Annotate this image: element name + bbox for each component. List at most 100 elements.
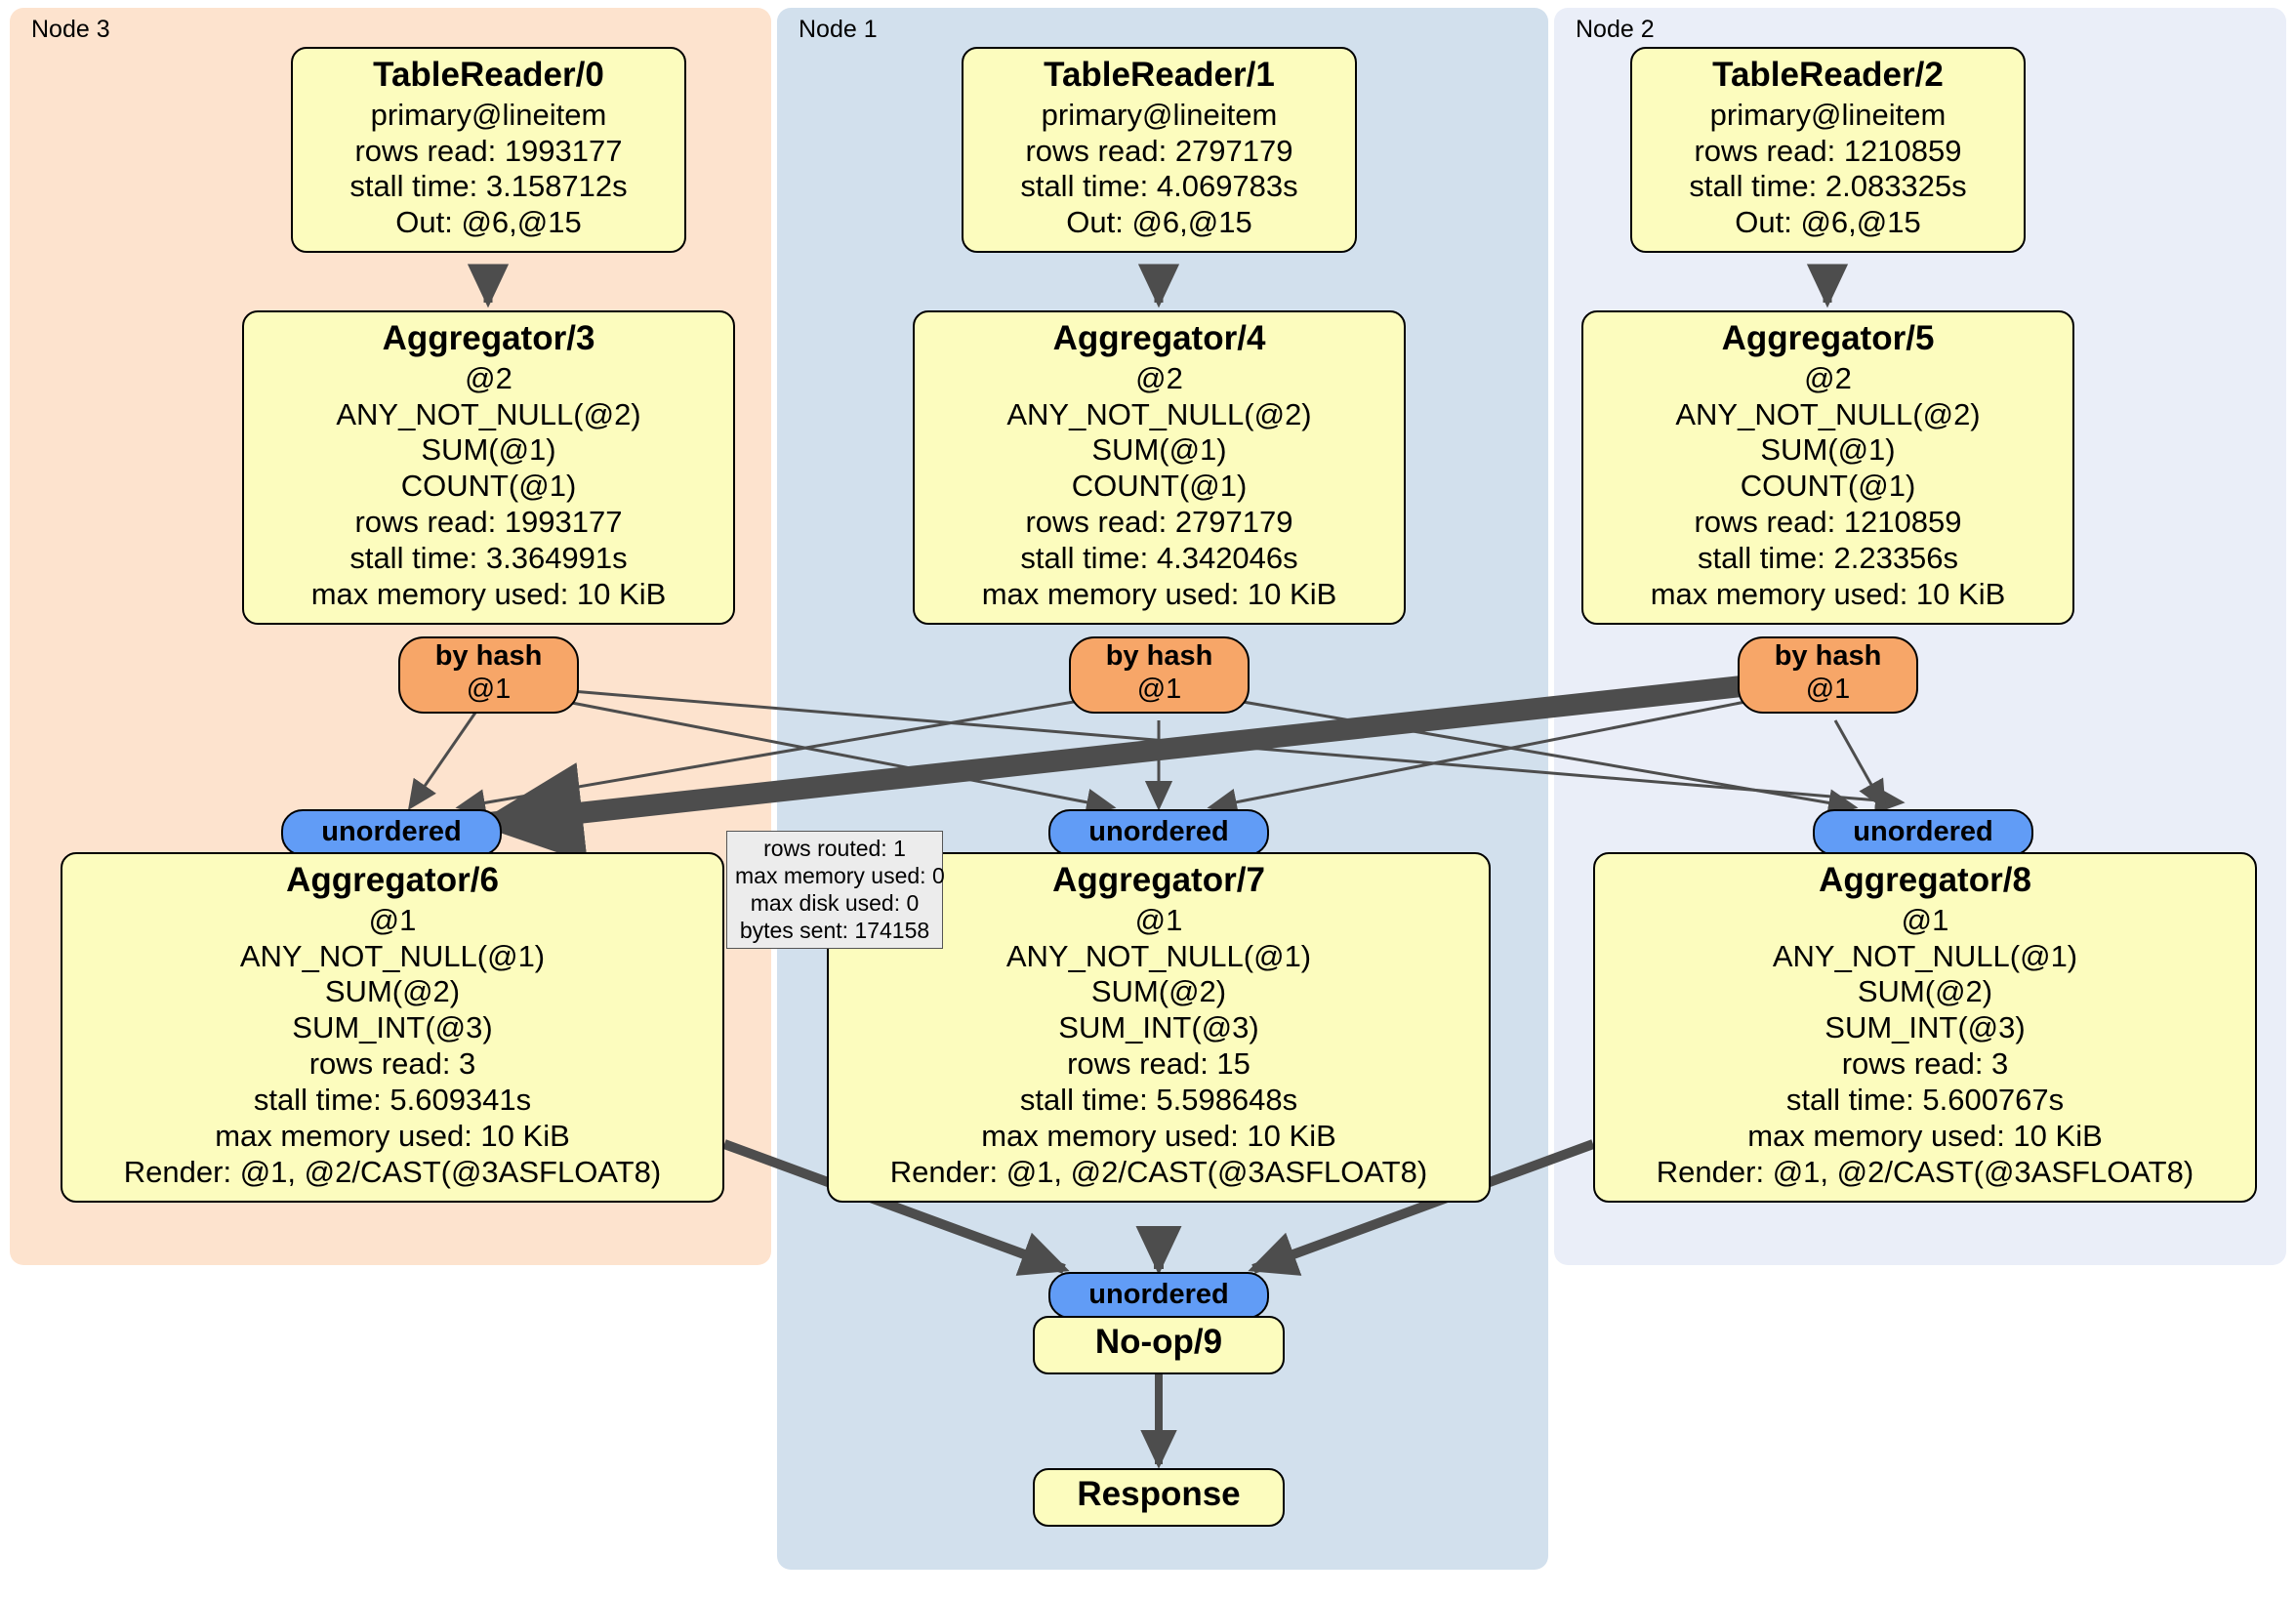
router-line: @1	[466, 673, 512, 705]
router-title: by hash	[1105, 640, 1213, 672]
processor-aggregator-8[interactable]: Aggregator/8 @1 ANY_NOT_NULL(@1) SUM(@2)…	[1593, 852, 2257, 1203]
processor-line: stall time: 2.23356s	[1697, 541, 1959, 576]
processor-aggregator-7[interactable]: Aggregator/7 @1 ANY_NOT_NULL(@1) SUM(@2)…	[827, 852, 1491, 1203]
processor-line: rows read: 3	[1841, 1046, 2009, 1082]
processor-noop-9[interactable]: No-op/9	[1033, 1316, 1285, 1374]
processor-tablereader-1[interactable]: TableReader/1 primary@lineitem rows read…	[962, 47, 1357, 254]
processor-line: rows read: 1210859	[1694, 505, 1962, 540]
processor-line: SUM_INT(@3)	[292, 1010, 493, 1045]
processor-line: max memory used: 10 KiB	[1747, 1118, 2103, 1153]
router-line: @1	[1805, 673, 1851, 705]
router-title: by hash	[1774, 640, 1882, 672]
processor-line: @2	[1804, 360, 1852, 395]
processor-line: SUM(@1)	[1760, 432, 1896, 468]
synchronizer-unordered-aggregator-7[interactable]: unordered	[1048, 809, 1269, 857]
synchronizer-unordered-aggregator-6[interactable]: unordered	[281, 809, 502, 857]
cluster-label-node-3: Node 3	[31, 16, 110, 43]
synchronizer-unordered-noop-9[interactable]: unordered	[1048, 1272, 1269, 1320]
processor-line: rows read: 2797179	[1025, 505, 1293, 540]
processor-line: COUNT(@1)	[1740, 469, 1916, 504]
processor-line: max memory used: 10 KiB	[981, 576, 1337, 611]
processor-title: Response	[1077, 1475, 1241, 1513]
processor-line: SUM(@1)	[1091, 432, 1227, 468]
processor-title: No-op/9	[1094, 1323, 1223, 1361]
processor-title: Aggregator/5	[1721, 319, 1935, 357]
processor-tablereader-2[interactable]: TableReader/2 primary@lineitem rows read…	[1630, 47, 2026, 254]
processor-line: SUM_INT(@3)	[1058, 1010, 1259, 1045]
cluster-label-node-1: Node 1	[799, 16, 878, 43]
processor-line: ANY_NOT_NULL(@2)	[336, 396, 641, 431]
processor-response[interactable]: Response	[1033, 1468, 1285, 1527]
processor-line: rows read: 2797179	[1025, 133, 1293, 168]
processor-line: Out: @6,@15	[395, 205, 582, 240]
processor-title: TableReader/1	[1044, 56, 1275, 94]
processor-line: stall time: 5.609341s	[253, 1083, 532, 1118]
processor-line: stall time: 4.069783s	[1020, 169, 1298, 204]
processor-title: TableReader/2	[1712, 56, 1944, 94]
processor-line: SUM(@2)	[324, 974, 461, 1009]
processor-line: stall time: 4.342046s	[1020, 541, 1298, 576]
processor-line: SUM(@1)	[421, 432, 556, 468]
processor-line: Render: @1, @2/CAST(@3ASFLOAT8)	[123, 1154, 662, 1189]
router-by-hash-aggregator-4[interactable]: by hash @1	[1069, 636, 1250, 715]
processor-line: @2	[1135, 360, 1183, 395]
processor-line: rows read: 1993177	[354, 133, 623, 168]
processor-line: Render: @1, @2/CAST(@3ASFLOAT8)	[1656, 1154, 2194, 1189]
processor-line: rows read: 15	[1067, 1046, 1250, 1082]
processor-line: ANY_NOT_NULL(@1)	[239, 938, 546, 973]
processor-line: max memory used: 10 KiB	[310, 576, 667, 611]
processor-aggregator-4[interactable]: Aggregator/4 @2 ANY_NOT_NULL(@2) SUM(@1)…	[913, 310, 1406, 625]
stats-line: max disk used: 0	[750, 890, 920, 917]
processor-line: SUM(@2)	[1090, 974, 1227, 1009]
processor-line: rows read: 1210859	[1694, 133, 1962, 168]
processor-line: @2	[465, 360, 512, 395]
router-line: @1	[1136, 673, 1182, 705]
processor-title: Aggregator/6	[286, 861, 499, 899]
processor-title: Aggregator/8	[1819, 861, 2031, 899]
processor-title: Aggregator/3	[382, 319, 595, 357]
synchronizer-unordered-aggregator-8[interactable]: unordered	[1813, 809, 2033, 857]
processor-line: COUNT(@1)	[400, 469, 577, 504]
processor-line: max memory used: 10 KiB	[1650, 576, 2006, 611]
processor-line: Out: @6,@15	[1066, 205, 1252, 240]
router-by-hash-aggregator-3[interactable]: by hash @1	[398, 636, 579, 715]
router-by-hash-aggregator-5[interactable]: by hash @1	[1738, 636, 1918, 715]
processor-line: ANY_NOT_NULL(@2)	[1675, 396, 1981, 431]
cluster-label-node-2: Node 2	[1576, 16, 1655, 43]
stats-line: rows routed: 1	[763, 836, 906, 861]
processor-line: stall time: 5.600767s	[1785, 1083, 2065, 1118]
processor-line: @1	[1901, 902, 1949, 937]
processor-line: rows read: 3	[308, 1046, 476, 1082]
processor-line: ANY_NOT_NULL(@2)	[1006, 396, 1312, 431]
processor-title: TableReader/0	[373, 56, 604, 94]
processor-line: stall time: 3.364991s	[349, 541, 628, 576]
processor-line: SUM_INT(@3)	[1824, 1010, 2026, 1045]
processor-line: primary@lineitem	[1041, 97, 1278, 132]
processor-line: stall time: 3.158712s	[349, 169, 628, 204]
processor-aggregator-3[interactable]: Aggregator/3 @2 ANY_NOT_NULL(@2) SUM(@1)…	[242, 310, 735, 625]
processor-tablereader-0[interactable]: TableReader/0 primary@lineitem rows read…	[291, 47, 686, 254]
router-title: by hash	[434, 640, 543, 672]
processor-line: SUM(@2)	[1857, 974, 1993, 1009]
stats-line: max memory used: 0	[735, 863, 945, 889]
processor-line: Render: @1, @2/CAST(@3ASFLOAT8)	[889, 1154, 1428, 1189]
processor-title: Aggregator/4	[1052, 319, 1266, 357]
processor-line: COUNT(@1)	[1071, 469, 1248, 504]
processor-aggregator-5[interactable]: Aggregator/5 @2 ANY_NOT_NULL(@2) SUM(@1)…	[1581, 310, 2074, 625]
processor-line: primary@lineitem	[370, 97, 607, 132]
edge-stats-tooltip: rows routed: 1 max memory used: 0 max di…	[726, 831, 945, 950]
processor-title: Aggregator/7	[1052, 861, 1265, 899]
processor-line: stall time: 2.083325s	[1689, 169, 1967, 204]
processor-line: rows read: 1993177	[354, 505, 623, 540]
processor-line: primary@lineitem	[1709, 97, 1947, 132]
processor-line: @1	[368, 902, 417, 937]
processor-aggregator-6[interactable]: Aggregator/6 @1 ANY_NOT_NULL(@1) SUM(@2)…	[61, 852, 724, 1203]
processor-line: stall time: 5.598648s	[1019, 1083, 1298, 1118]
processor-line: Out: @6,@15	[1735, 205, 1921, 240]
processor-line: max memory used: 10 KiB	[215, 1118, 570, 1153]
stats-line: bytes sent: 174158	[739, 918, 930, 944]
processor-line: @1	[1134, 902, 1183, 937]
processor-line: ANY_NOT_NULL(@1)	[1772, 938, 2078, 973]
processor-line: max memory used: 10 KiB	[981, 1118, 1336, 1153]
